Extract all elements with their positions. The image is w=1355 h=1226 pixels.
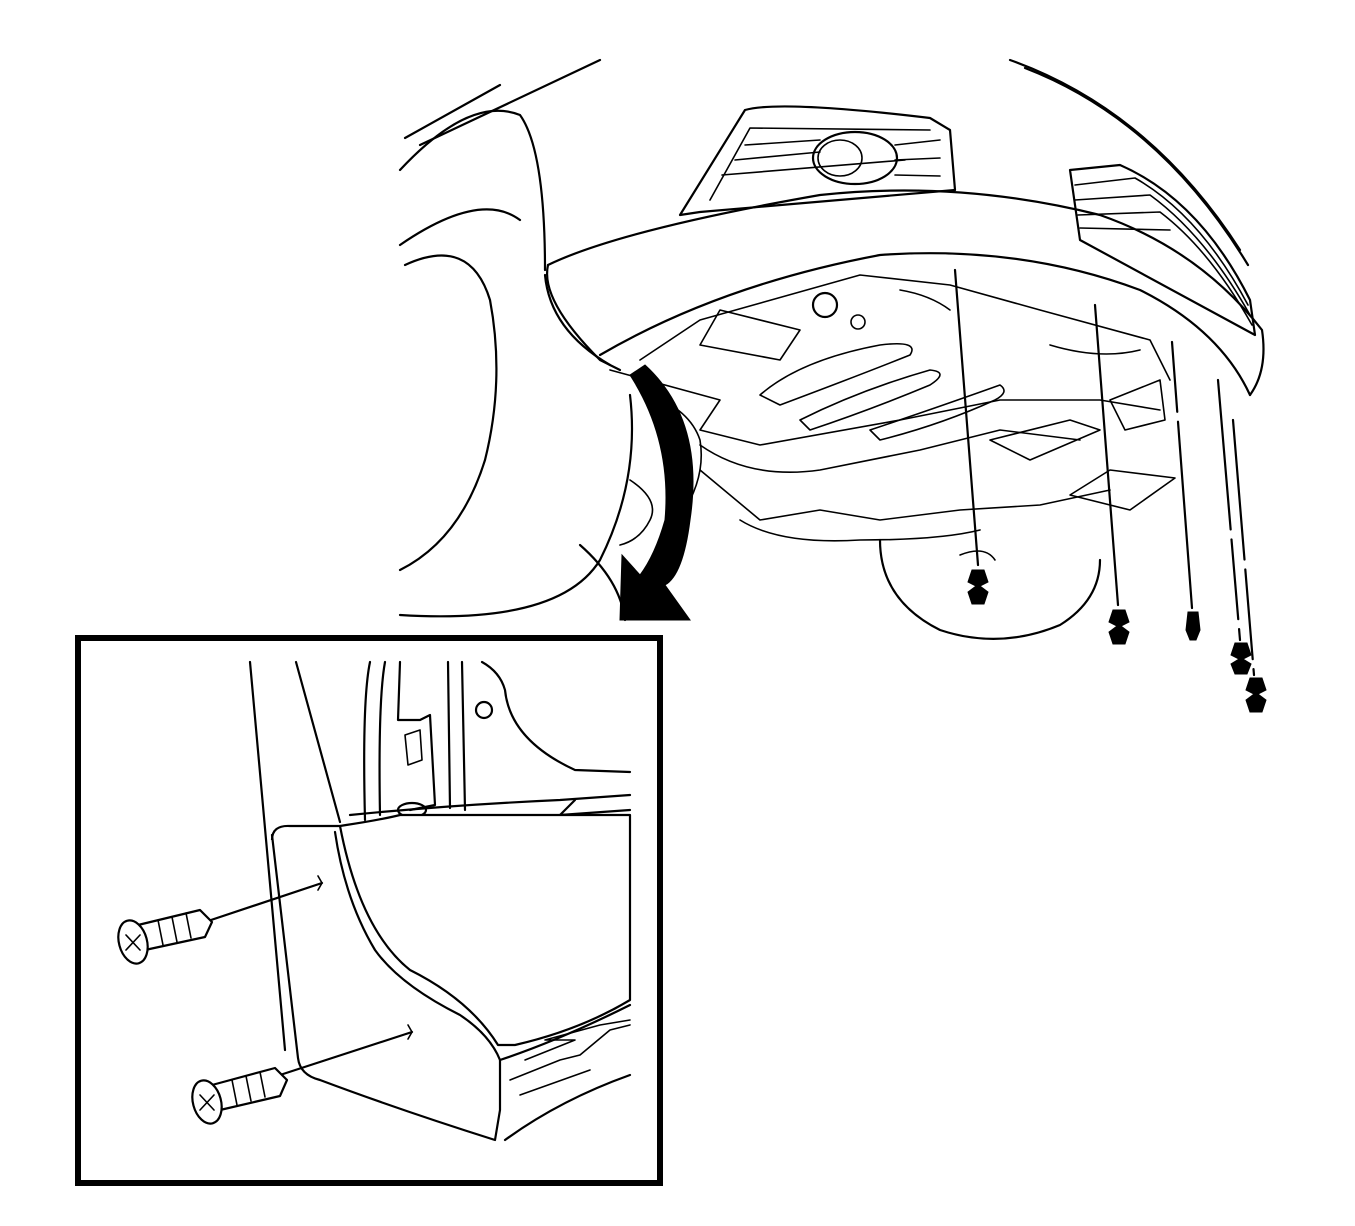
hood-lines [403, 58, 1250, 267]
inset-screw-fasteners [117, 875, 414, 1125]
vehicle-main-view [398, 58, 1267, 713]
push-pin-retainer-icon [953, 268, 989, 605]
push-pin-retainer-icon [1170, 340, 1201, 641]
push-pin-retainer-icon [1093, 303, 1130, 645]
retainer-fasteners [953, 268, 1267, 713]
front-wheel [878, 538, 1102, 640]
fender-and-wheel-arch [398, 109, 634, 622]
bumper-fascia [546, 189, 1265, 397]
inset-fender-structure [248, 660, 632, 1052]
curved-arrow-icon [619, 364, 694, 621]
splash-shield-panel [270, 813, 632, 1142]
fog-lamp-grille [678, 105, 957, 217]
fog-lamp-icon [811, 130, 899, 186]
screw-icon [117, 875, 324, 965]
underbody-components [609, 274, 1176, 546]
push-pin-retainer-icon [1216, 378, 1252, 675]
push-pin-retainer-icon [1231, 418, 1267, 713]
lower-grille [1068, 163, 1257, 337]
detail-inset [75, 635, 663, 1186]
screw-icon [191, 1024, 414, 1125]
